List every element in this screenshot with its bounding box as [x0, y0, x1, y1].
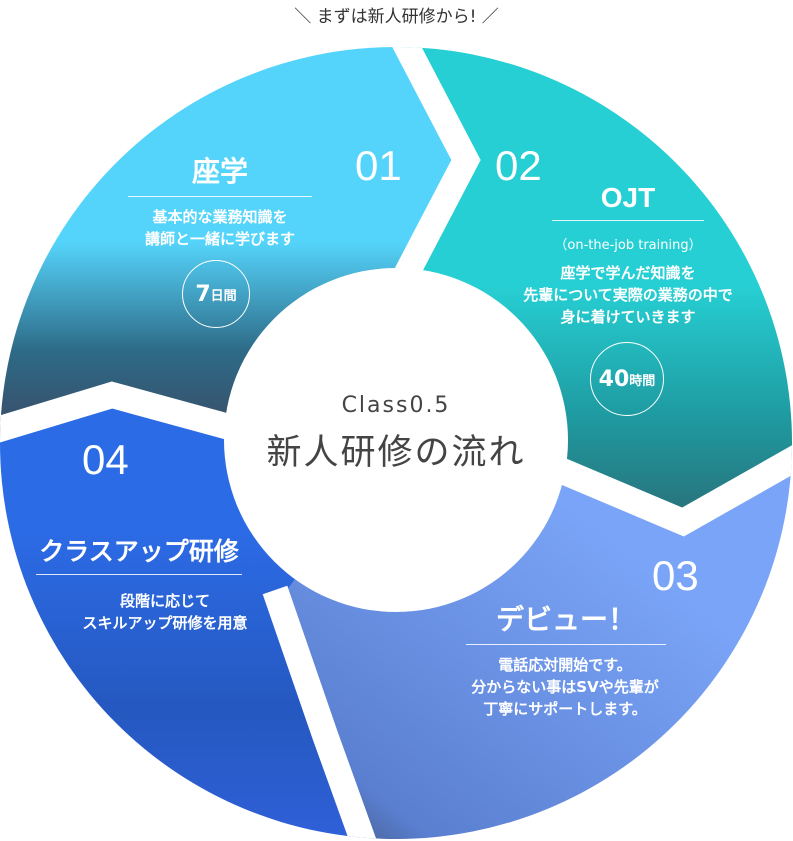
step-number-03: 03 — [652, 552, 699, 599]
duration-value: 7 — [195, 281, 211, 307]
step-title-02: OJT — [552, 182, 704, 221]
desc-line: 分からない事はSVや先輩が — [471, 678, 659, 696]
chevron-divider — [386, 47, 481, 297]
step-number-04: 04 — [82, 436, 129, 483]
desc-line: 段階に応じて — [119, 592, 210, 610]
step-desc-01: 基本的な業務知識を 講師と一緒に学びます — [110, 206, 330, 250]
duration-unit: 日間 — [210, 288, 237, 304]
center-circle — [224, 268, 568, 612]
step-title-03: デビュー！ — [466, 598, 666, 645]
chevron-divider — [554, 438, 792, 537]
desc-line: 身に着けていきます — [560, 308, 696, 326]
step-subtitle-02: （on-the-job training） — [554, 238, 702, 253]
center-label: Class0.5 — [341, 393, 451, 418]
step-title-01: 座学 — [128, 150, 312, 197]
duration-value: 40 — [598, 366, 630, 392]
desc-line: 丁寧にサポートします。 — [483, 700, 647, 718]
center-title: 新人研修の流れ — [266, 433, 526, 473]
step-desc-03: 電話応対開始です。 分からない事はSVや先輩が 丁寧にサポートします。 — [440, 654, 690, 720]
chevron-divider — [0, 381, 244, 445]
desc-line: 講師と一緒に学びます — [144, 230, 295, 248]
step-number-01: 01 — [355, 142, 402, 189]
chevron-divider — [262, 585, 383, 839]
step-number-02: 02 — [495, 142, 542, 189]
desc-line: スキルアップ研修を用意 — [82, 614, 248, 632]
duration-unit: 時間 — [629, 373, 656, 389]
desc-line: 座学で学んだ知識を — [560, 264, 696, 282]
desc-line: 先輩について実際の業務の中で — [523, 286, 733, 304]
step-title-04: クラスアップ研修 — [36, 532, 242, 575]
step-desc-04: 段階に応じて スキルアップ研修を用意 — [50, 590, 280, 634]
heading: ＼ まずは新人研修から! ／ — [294, 7, 499, 27]
step-desc-02: 座学で学んだ知識を 先輩について実際の業務の中で 身に着けていきます — [500, 262, 756, 328]
desc-line: 電話応対開始です。 — [498, 656, 632, 674]
desc-line: 基本的な業務知識を — [152, 208, 288, 226]
